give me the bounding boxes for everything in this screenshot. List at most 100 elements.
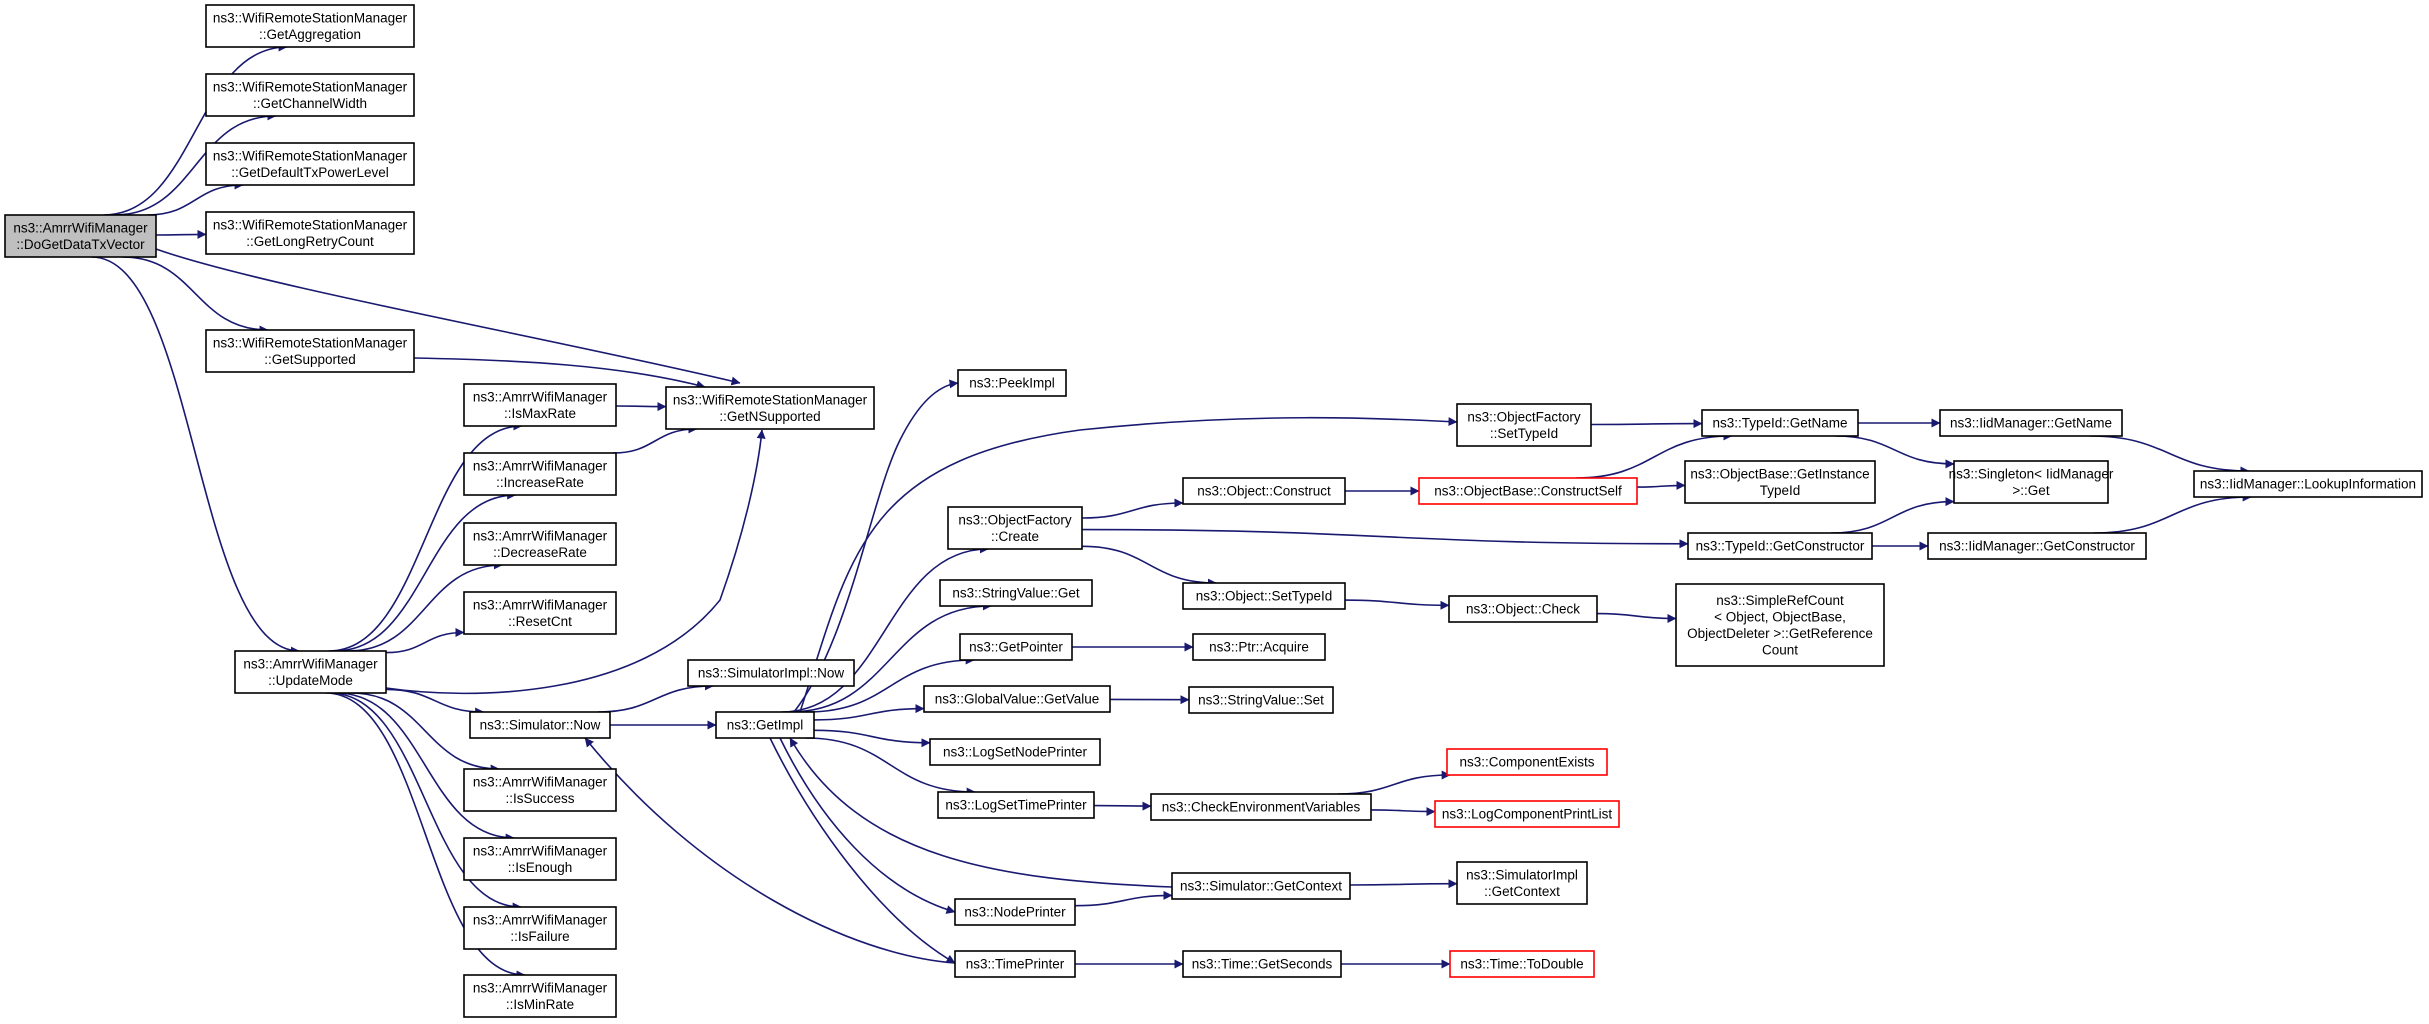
function-node[interactable]: ns3::AmrrWifiManager::IsMinRate: [463, 974, 617, 1018]
function-node[interactable]: ns3::PeekImpl: [957, 369, 1067, 397]
function-node[interactable]: ns3::IidManager::LookupInformation: [2193, 470, 2423, 498]
node-label: >::Get: [2012, 483, 2049, 498]
function-node[interactable]: ns3::AmrrWifiManager::IsEnough: [463, 837, 617, 881]
node-box: [1182, 582, 1346, 610]
function-node[interactable]: ns3::NodePrinter: [954, 898, 1076, 926]
function-node[interactable]: ns3::LogSetTimePrinter: [937, 791, 1095, 819]
node-label: ns3::AmrrWifiManager: [473, 458, 608, 473]
node-box: [463, 974, 617, 1018]
function-node[interactable]: ns3::Ptr::Acquire: [1192, 633, 1326, 661]
function-node[interactable]: ns3::Simulator::GetContext: [1171, 872, 1351, 900]
function-node[interactable]: ns3::CheckEnvironmentVariables: [1150, 793, 1372, 821]
edge-path: [103, 42, 288, 216]
function-node[interactable]: ns3::TypeId::GetName: [1701, 409, 1859, 437]
function-node[interactable]: ns3::IidManager::GetName: [1939, 409, 2123, 437]
node-label: ::ResetCnt: [508, 614, 572, 629]
node-box: [463, 906, 617, 950]
edge-path: [385, 429, 766, 695]
node-box: [1684, 460, 1876, 504]
edge-n18-to-n25: [805, 737, 976, 797]
node-box: [205, 211, 415, 255]
function-node[interactable]: ns3::IidManager::GetConstructor: [1927, 532, 2147, 560]
function-node[interactable]: ns3::GlobalValue::GetValue: [923, 685, 1111, 713]
function-node[interactable]: ns3::WifiRemoteStationManager::GetNSuppo…: [665, 386, 875, 430]
function-node[interactable]: ns3::Object::Construct: [1182, 477, 1346, 505]
edge-path: [91, 256, 300, 656]
function-node[interactable]: ns3::ComponentExists: [1446, 748, 1608, 776]
node-box: [1449, 950, 1595, 978]
node-label: < Object, ObjectBase,: [1714, 609, 1846, 624]
function-node[interactable]: ns3::AmrrWifiManager::IncreaseRate: [463, 452, 617, 496]
node-label: ns3::StringValue::Get: [952, 586, 1080, 601]
edge-n27-to-n12: [584, 737, 956, 964]
edge-path: [799, 416, 1458, 713]
function-node[interactable]: ns3::AmrrWifiManager::DecreaseRate: [463, 522, 617, 566]
edge-n46-to-n49: [2089, 435, 2250, 476]
edge-n18-to-n22: [806, 655, 975, 713]
function-node[interactable]: ns3::WifiRemoteStationManager::GetDefaul…: [205, 142, 415, 186]
node-box: [2193, 470, 2423, 498]
function-node[interactable]: ns3::WifiRemoteStationManager::GetChanne…: [205, 73, 415, 117]
node-label: ::GetContext: [1484, 884, 1560, 899]
function-node[interactable]: ns3::LogSetNodePrinter: [929, 738, 1101, 766]
node-label: ::IsFailure: [510, 929, 569, 944]
edge-path: [789, 737, 1173, 888]
node-box: [665, 386, 875, 430]
function-node[interactable]: ns3::WifiRemoteStationManager::GetLongRe…: [205, 211, 415, 255]
function-node[interactable]: ns3::SimulatorImpl::Now: [687, 659, 855, 687]
function-node[interactable]: ns3::AmrrWifiManager::IsSuccess: [463, 768, 617, 812]
node-box: [959, 633, 1073, 661]
function-node[interactable]: ns3::Simulator::Now: [469, 711, 611, 739]
node-box: [4, 214, 157, 258]
node-box: [1927, 532, 2147, 560]
root-function-node[interactable]: ns3::AmrrWifiManager::DoGetDataTxVector: [4, 214, 157, 258]
node-label: ::IncreaseRate: [496, 475, 584, 490]
node-label: ::IsMaxRate: [504, 406, 576, 421]
function-node[interactable]: ns3::Object::SetTypeId: [1182, 582, 1346, 610]
function-node[interactable]: ns3::AmrrWifiManager::IsFailure: [463, 906, 617, 950]
function-node[interactable]: ns3::AmrrWifiManager::IsMaxRate: [463, 383, 617, 427]
function-node[interactable]: ns3::Singleton< IidManager >::Get: [1949, 460, 2114, 504]
edge-n7-to-n9: [334, 490, 517, 652]
node-label: ::DoGetDataTxVector: [16, 237, 145, 252]
node-label: ::GetLongRetryCount: [246, 234, 374, 249]
function-node[interactable]: ns3::Time::GetSeconds: [1182, 950, 1342, 978]
function-node[interactable]: ns3::AmrrWifiManager::UpdateMode: [234, 650, 387, 694]
function-node[interactable]: ns3::TimePrinter: [954, 950, 1076, 978]
function-node[interactable]: ns3::ObjectFactory::Create: [947, 506, 1083, 550]
edge-path: [1835, 435, 1955, 469]
function-node[interactable]: ns3::WifiRemoteStationManager::GetSuppor…: [205, 329, 415, 373]
function-node[interactable]: ns3::LogComponentPrintList: [1434, 800, 1620, 828]
function-node[interactable]: ns3::ObjectBase::ConstructSelf: [1418, 477, 1638, 505]
edge-path: [1636, 480, 1686, 490]
function-node[interactable]: ns3::Time::ToDouble: [1449, 950, 1595, 978]
function-node[interactable]: ns3::AmrrWifiManager::ResetCnt: [463, 591, 617, 635]
function-node[interactable]: ns3::TypeId::GetConstructor: [1687, 532, 1873, 560]
edge-path: [2089, 435, 2250, 476]
edge-n20-to-n30: [1081, 545, 1217, 588]
node-label: ns3::WifiRemoteStationManager: [213, 10, 408, 25]
edge-n7-to-n14: [336, 692, 515, 843]
node-label: ns3::AmrrWifiManager: [243, 656, 378, 671]
edge-n20-to-n44: [1081, 528, 1689, 549]
edge-path: [793, 379, 959, 713]
node-box: [954, 898, 1076, 926]
function-node[interactable]: ns3::WifiRemoteStationManager::GetAggreg…: [205, 4, 415, 48]
function-node[interactable]: ns3::GetPointer: [959, 633, 1073, 661]
function-node[interactable]: ns3::StringValue::Get: [939, 579, 1093, 607]
function-node[interactable]: ns3::StringValue::Set: [1188, 686, 1334, 714]
node-label: ns3::ObjectFactory: [958, 512, 1072, 527]
node-box: [205, 329, 415, 373]
node-box: [469, 711, 611, 739]
function-node[interactable]: ns3::ObjectFactory::SetTypeId: [1456, 403, 1592, 447]
node-label: ::IsSuccess: [505, 791, 574, 806]
node-label: ns3::AmrrWifiManager: [13, 220, 148, 235]
function-node[interactable]: ns3::SimulatorImpl::GetContext: [1456, 861, 1588, 905]
node-label: ns3::SimulatorImpl::Now: [698, 666, 845, 681]
function-node[interactable]: ns3::GetImpl: [715, 711, 815, 739]
function-node[interactable]: ns3::SimpleRefCount< Object, ObjectBase,…: [1675, 583, 1885, 667]
node-label: ns3::PeekImpl: [969, 376, 1055, 391]
function-node[interactable]: ns3::Object::Check: [1448, 595, 1598, 623]
